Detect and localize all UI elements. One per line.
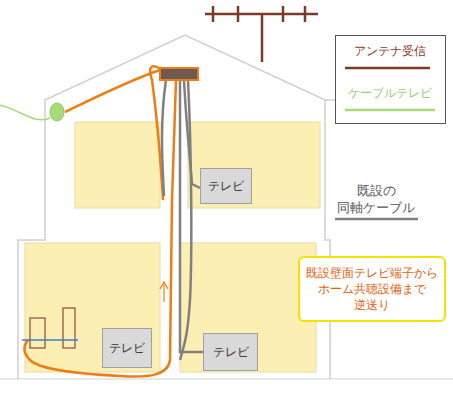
- booster: [160, 68, 198, 80]
- direction-arrow-head: [160, 282, 168, 289]
- direction-arrow: [163, 284, 164, 302]
- cable-label: 既設の 同軸ケーブル: [330, 183, 422, 217]
- antenna: [205, 6, 318, 62]
- equipment: [63, 308, 75, 348]
- room: [188, 122, 320, 208]
- reverse-feed-line: [25, 66, 177, 376]
- tv-label: テレビ: [208, 178, 244, 194]
- coax-cable: [162, 80, 203, 360]
- cable-tv-line: [0, 105, 50, 120]
- callout-box: 既設壁面テレビ端子から ホーム共聴設備まで 逆送り: [298, 256, 446, 322]
- legend-text: ケーブルテレビ: [340, 86, 440, 102]
- wire: [22, 339, 78, 341]
- ground-line: [0, 379, 453, 380]
- room: [75, 122, 160, 208]
- tv-box: テレビ: [102, 328, 152, 368]
- equipment: [30, 318, 45, 348]
- legend-sample-line: [345, 109, 435, 112]
- tv-box: テレビ: [203, 333, 258, 371]
- legend-text: アンテナ受信: [340, 44, 440, 60]
- legend-frame: [336, 36, 446, 124]
- tv-label: テレビ: [109, 340, 145, 356]
- legend-sample-line: [345, 67, 430, 70]
- tv-label: テレビ: [213, 344, 249, 360]
- callout-text: 既設壁面テレビ端子から ホーム共聴設備まで 逆送り: [304, 265, 440, 314]
- coax-sample-line: [335, 218, 418, 221]
- house-outline: [18, 35, 345, 379]
- room: [25, 243, 160, 372]
- tv-box: テレビ: [200, 168, 252, 204]
- cable-tap: [50, 103, 64, 121]
